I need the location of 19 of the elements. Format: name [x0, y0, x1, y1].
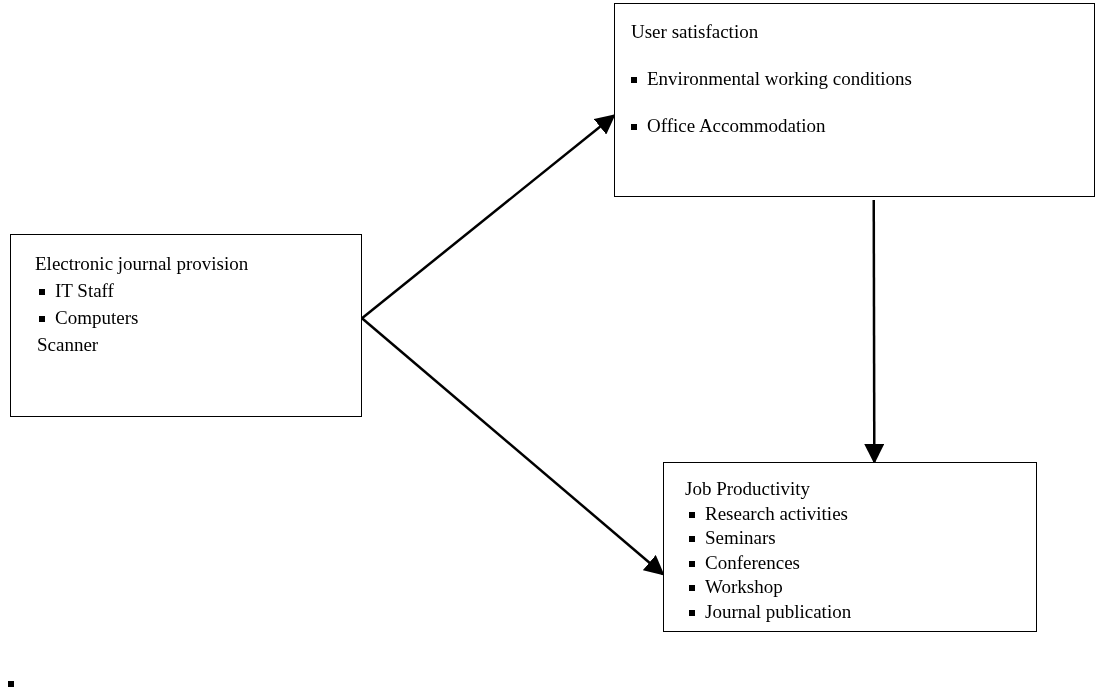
arrow	[864, 200, 885, 464]
list-item: Environmental working conditions	[647, 68, 912, 90]
list-item: IT Staff	[55, 280, 114, 302]
list-item: Workshop	[705, 576, 783, 598]
arrow	[361, 114, 616, 320]
node-box	[614, 3, 1095, 197]
list-item: Conferences	[705, 552, 800, 574]
arrow	[361, 317, 665, 576]
box-heading: Job Productivity	[685, 478, 811, 500]
list-item: Seminars	[705, 527, 776, 549]
list-item: Office Accommodation	[647, 115, 826, 137]
list-item: Computers	[55, 307, 139, 329]
box-heading: User satisfaction	[631, 21, 759, 43]
list-item: Scanner	[37, 334, 99, 356]
box-heading: Electronic journal provision	[35, 253, 249, 275]
node-box	[10, 234, 362, 417]
list-item: Journal publication	[705, 601, 852, 623]
list-item: Research activities	[705, 503, 848, 525]
node-box	[663, 462, 1037, 632]
